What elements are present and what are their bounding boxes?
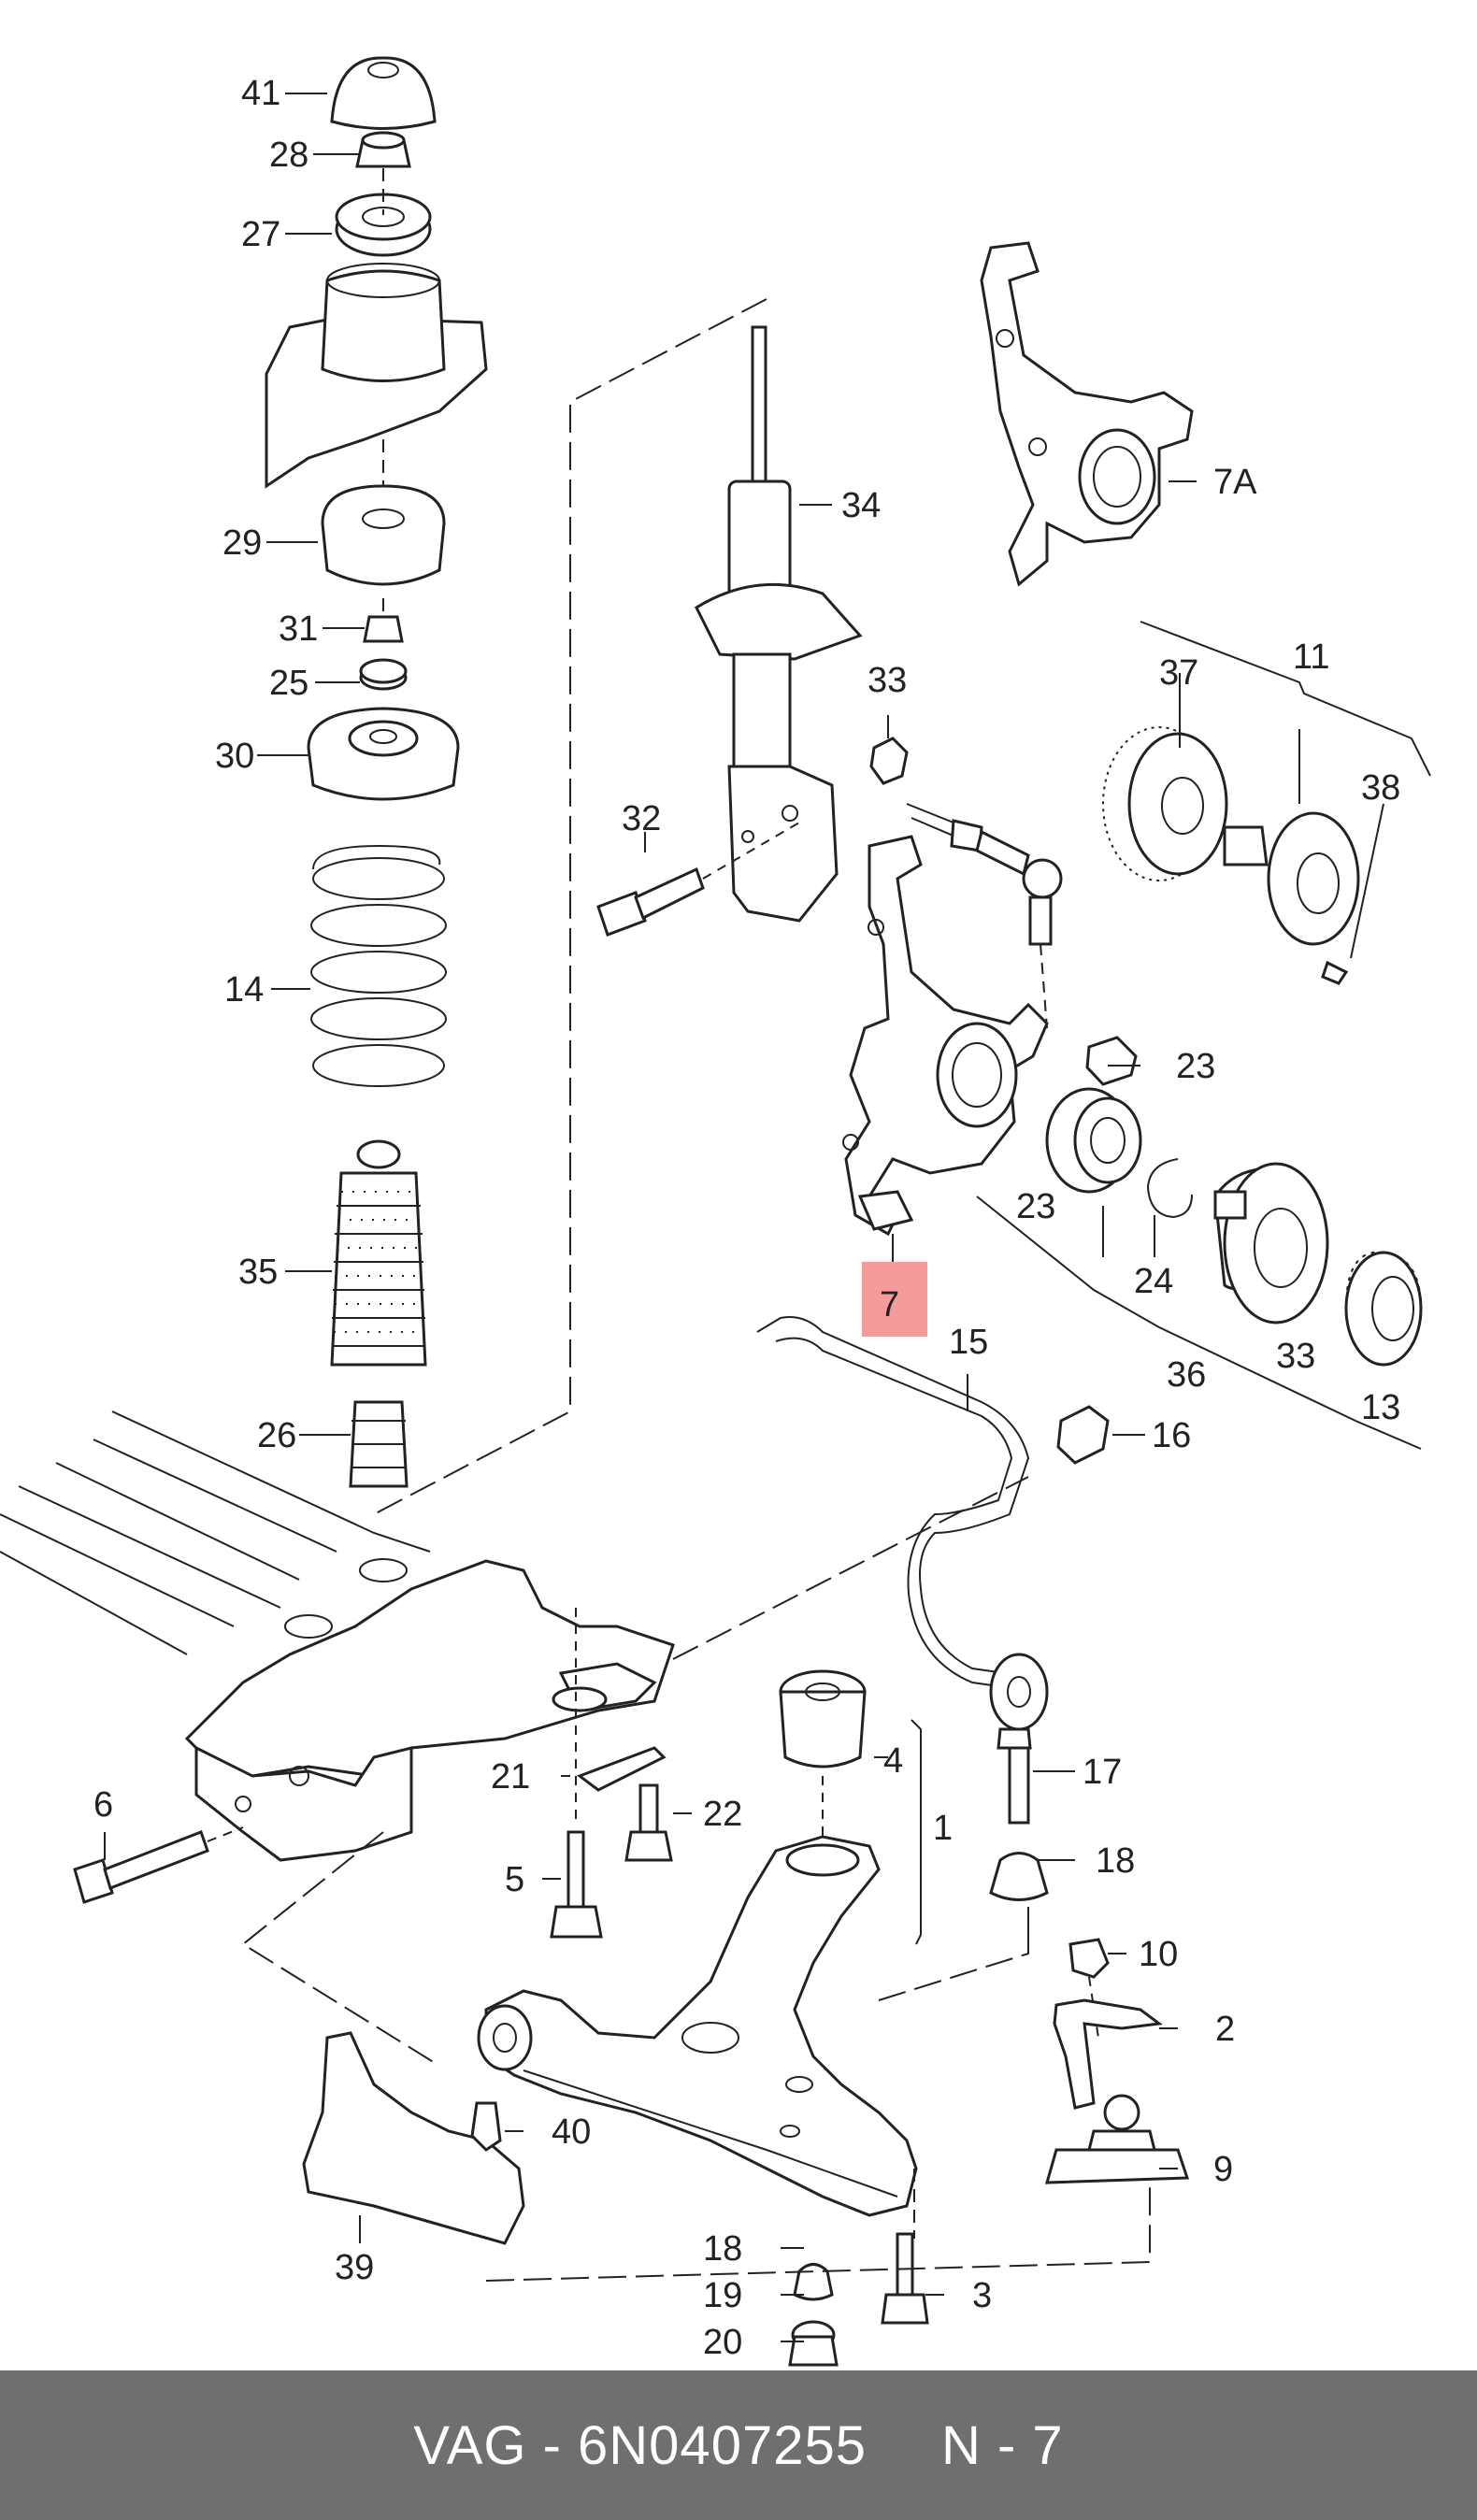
- label-25: 25: [269, 664, 308, 703]
- label-19: 19: [703, 2276, 742, 2315]
- label-18-lower: 18: [703, 2229, 742, 2269]
- label-13: 13: [1361, 1388, 1400, 1427]
- label-36: 36: [1167, 1355, 1206, 1395]
- bush-18-upper: [989, 1852, 1049, 1901]
- label-29: 29: [222, 523, 262, 563]
- label-20: 20: [703, 2323, 742, 2362]
- label-5: 5: [505, 1860, 524, 1899]
- label-40: 40: [552, 2112, 591, 2152]
- dust-boot: [330, 1139, 427, 1367]
- bush-4: [779, 1669, 867, 1768]
- wheel-bearing: [1045, 1087, 1142, 1194]
- bolt-5: [550, 1830, 603, 1939]
- label-30: 30: [215, 737, 254, 776]
- tie-rod-end: [906, 803, 1063, 1029]
- hub-assembly-upper: [1102, 726, 1360, 985]
- label-22: 22: [703, 1795, 742, 1834]
- bolt-3: [881, 2232, 929, 2325]
- label-32: 32: [622, 799, 661, 838]
- strut-top-assembly: [265, 56, 488, 801]
- clip-40: [470, 2101, 502, 2152]
- diagram-position: N - 7: [940, 2414, 1064, 2476]
- nut-10: [1068, 1938, 1110, 1979]
- label-34: 34: [841, 486, 881, 525]
- label-4: 4: [883, 1741, 903, 1781]
- footer-bar: VAG - 6N0407255 N - 7: [0, 2370, 1477, 2520]
- bolt-32: [596, 822, 800, 937]
- shock-absorber: [695, 325, 863, 923]
- label-33-lower: 33: [1276, 1337, 1315, 1376]
- plate-21: [576, 1746, 667, 1792]
- nut-23-upper: [1085, 1036, 1138, 1086]
- subframe: [0, 1410, 675, 1862]
- nut-20: [788, 2335, 839, 2367]
- highlight-box: [862, 1262, 927, 1337]
- bush-18-lower: [793, 2263, 834, 2301]
- label-23-lower: 23: [1016, 1187, 1055, 1226]
- bolt-6: [73, 1826, 244, 1904]
- label-18-upper: 18: [1096, 1841, 1135, 1881]
- parts-diagram: 41 28 27 29 31 25 30 14 35 26 34 33 32 7…: [0, 56, 1431, 2367]
- bush-16: [1056, 1405, 1110, 1465]
- part-number: VAG - 6N0407255: [413, 2414, 867, 2476]
- wheel-hub-lower: [1213, 1162, 1329, 1324]
- label-15: 15: [949, 1323, 988, 1362]
- label-3: 3: [972, 2276, 992, 2315]
- bump-stop: [349, 1400, 409, 1488]
- coil-spring: [310, 844, 447, 1087]
- label-11: 11: [1293, 637, 1329, 677]
- callout-labels[interactable]: 41 28 27 29 31 25 30 14 35 26 34 33 32 7…: [93, 74, 1400, 2362]
- lower-control-arm: [477, 1835, 918, 2217]
- label-33-upper: 33: [868, 661, 907, 700]
- link-rod: [989, 1653, 1049, 1825]
- label-41: 41: [241, 74, 280, 113]
- label-10: 10: [1139, 1935, 1178, 1974]
- nut-33: [869, 737, 909, 785]
- label-31: 31: [279, 609, 318, 649]
- bracket-2: [1053, 1998, 1163, 2110]
- label-7a: 7A: [1213, 463, 1257, 502]
- label-39: 39: [335, 2248, 374, 2287]
- label-38: 38: [1361, 768, 1400, 808]
- label-35: 35: [238, 1253, 278, 1292]
- label-14: 14: [224, 970, 264, 1009]
- steering-knuckle-7a: [980, 241, 1194, 587]
- label-21: 21: [491, 1757, 530, 1797]
- label-7: 7: [880, 1285, 899, 1324]
- label-28: 28: [269, 136, 308, 175]
- circlip: [1146, 1158, 1193, 1219]
- label-27: 27: [241, 215, 280, 254]
- steering-knuckle-7: [842, 835, 1049, 1237]
- label-24: 24: [1134, 1262, 1173, 1301]
- label-26: 26: [257, 1416, 296, 1455]
- hub-nut: [1344, 1251, 1423, 1367]
- label-1: 1: [933, 1809, 953, 1848]
- anti-roll-bar: [756, 1316, 1030, 1688]
- label-37: 37: [1159, 653, 1198, 693]
- label-6: 6: [93, 1785, 113, 1825]
- bolt-22: [624, 1783, 673, 1862]
- label-16: 16: [1152, 1416, 1191, 1455]
- label-9: 9: [1213, 2150, 1233, 2189]
- ball-joint: [1044, 2094, 1190, 2184]
- label-2: 2: [1215, 2010, 1235, 2049]
- label-23-upper: 23: [1176, 1047, 1215, 1086]
- label-17: 17: [1083, 1753, 1122, 1792]
- shield-39: [302, 2031, 525, 2245]
